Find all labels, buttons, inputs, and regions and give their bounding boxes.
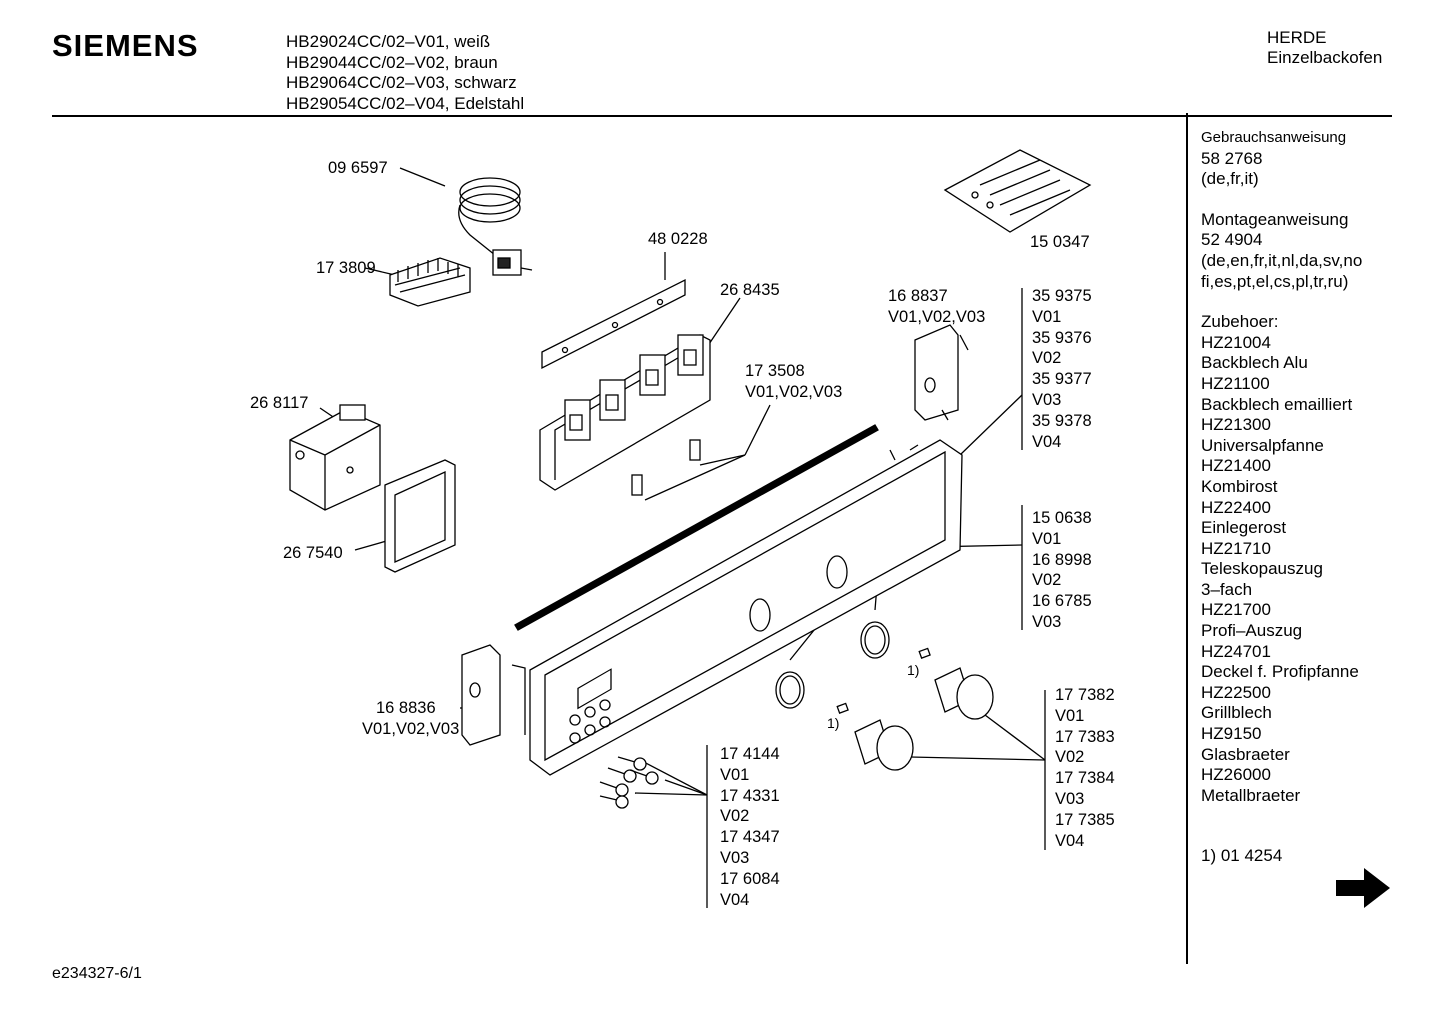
part-label: 15 0347 (1030, 233, 1090, 251)
accessory-item: 3–fach (1201, 579, 1253, 599)
accessory-item: HZ21700 (1201, 600, 1271, 620)
model-v04: HB29054CC/02–V04, Edelstahl (286, 93, 525, 113)
accessory-item: HZ21710 (1201, 538, 1271, 558)
terminal-block-part (389, 257, 471, 307)
accessory-item: Kombirost (1201, 476, 1278, 496)
accessory-item: Metallbraeter (1201, 785, 1301, 805)
assembly-number: 52 4904 (1201, 230, 1263, 250)
sidebar: Gebrauchsanweisung 58 2768 (de,fr,it) Mo… (1201, 128, 1401, 867)
category-main: HERDE (1267, 28, 1327, 47)
thermostat-part (458, 177, 533, 276)
document-code: e234327-6/1 (52, 965, 142, 982)
part-label: 48 0228 (648, 230, 708, 248)
side-bracket-right-part (914, 324, 969, 421)
frame-part (384, 459, 456, 573)
knob-ring-parts (775, 621, 890, 709)
manual-langs: (de,fr,it) (1201, 169, 1259, 189)
accessory-item: Einlegerost (1201, 518, 1287, 538)
knob-parts (836, 647, 994, 771)
accessory-item: HZ21100 (1201, 373, 1270, 393)
header-divider (52, 115, 1392, 117)
sidebar-divider (1186, 113, 1188, 964)
side-bracket-left-part (461, 644, 526, 746)
assembly-langs-1: (de,en,fr,it,nl,da,sv,no (1201, 250, 1363, 270)
footnote-marker: 1) (907, 662, 920, 678)
accessory-item: Deckel f. Profipfanne (1201, 662, 1359, 682)
part-label: 26 7540 (283, 544, 343, 562)
accessory-item: Universalpfanne (1201, 435, 1324, 455)
front-panel-part (529, 439, 963, 776)
category: HERDE Einzelbackofen (1267, 28, 1382, 68)
manual-number: 58 2768 (1201, 148, 1263, 168)
part-label: 17 3809 (316, 259, 376, 277)
category-sub: Einzelbackofen (1267, 48, 1383, 67)
arrow-right-icon[interactable] (1334, 866, 1392, 910)
accessory-item: HZ21004 (1201, 332, 1271, 352)
screw-bag-part (943, 149, 1092, 233)
brand-logo: SIEMENS (52, 28, 199, 63)
assembly-langs-2: fi,es,pt,el,cs,pl,tr,ru) (1201, 271, 1349, 291)
part-label: 09 6597 (328, 159, 388, 177)
switch-bracket-part (539, 334, 711, 491)
rail-part (541, 278, 686, 370)
accessory-item: HZ22400 (1201, 497, 1271, 517)
accessory-item: HZ24701 (1201, 641, 1271, 661)
model-v03: HB29064CC/02–V03, schwarz (286, 73, 517, 92)
accessory-item: Grillblech (1201, 703, 1272, 723)
exploded-diagram (289, 149, 1092, 908)
part-label: 26 8117 (250, 394, 309, 412)
model-list: HB29024CC/02–V01, weiß HB29044CC/02–V02,… (286, 32, 524, 114)
accessory-item: HZ22500 (1201, 682, 1271, 702)
accessory-item: Backblech Alu (1201, 353, 1308, 373)
accessory-item: HZ9150 (1201, 724, 1262, 744)
assembly-title: Montageanweisung (1201, 209, 1349, 229)
push-button-parts (599, 756, 659, 809)
accessory-item: Teleskopauszug (1201, 559, 1323, 579)
footnote-marker: 1) (827, 715, 840, 731)
seal-strip-part (514, 424, 879, 631)
clip-parts (631, 439, 701, 496)
part-label-group: 16 8836 V01,V02,V03 (362, 699, 460, 738)
footnote: 1) 01 4254 (1201, 846, 1283, 866)
manual-title: Gebrauchsanweisung (1201, 129, 1347, 146)
part-label: 26 8435 (720, 281, 780, 299)
accessory-item: HZ21300 (1201, 415, 1271, 435)
accessory-item: Glasbraeter (1201, 744, 1290, 764)
accessory-item: HZ26000 (1201, 765, 1271, 785)
accessories-title: Zubehoer: (1201, 312, 1279, 332)
accessory-item: Profi–Auszug (1201, 621, 1303, 641)
model-v02: HB29044CC/02–V02, braun (286, 52, 498, 72)
accessory-item: Backblech emailliert (1201, 394, 1353, 414)
module-housing-part (289, 404, 381, 511)
accessory-item: HZ21400 (1201, 456, 1271, 476)
model-v01: HB29024CC/02–V01, weiß (286, 32, 491, 51)
